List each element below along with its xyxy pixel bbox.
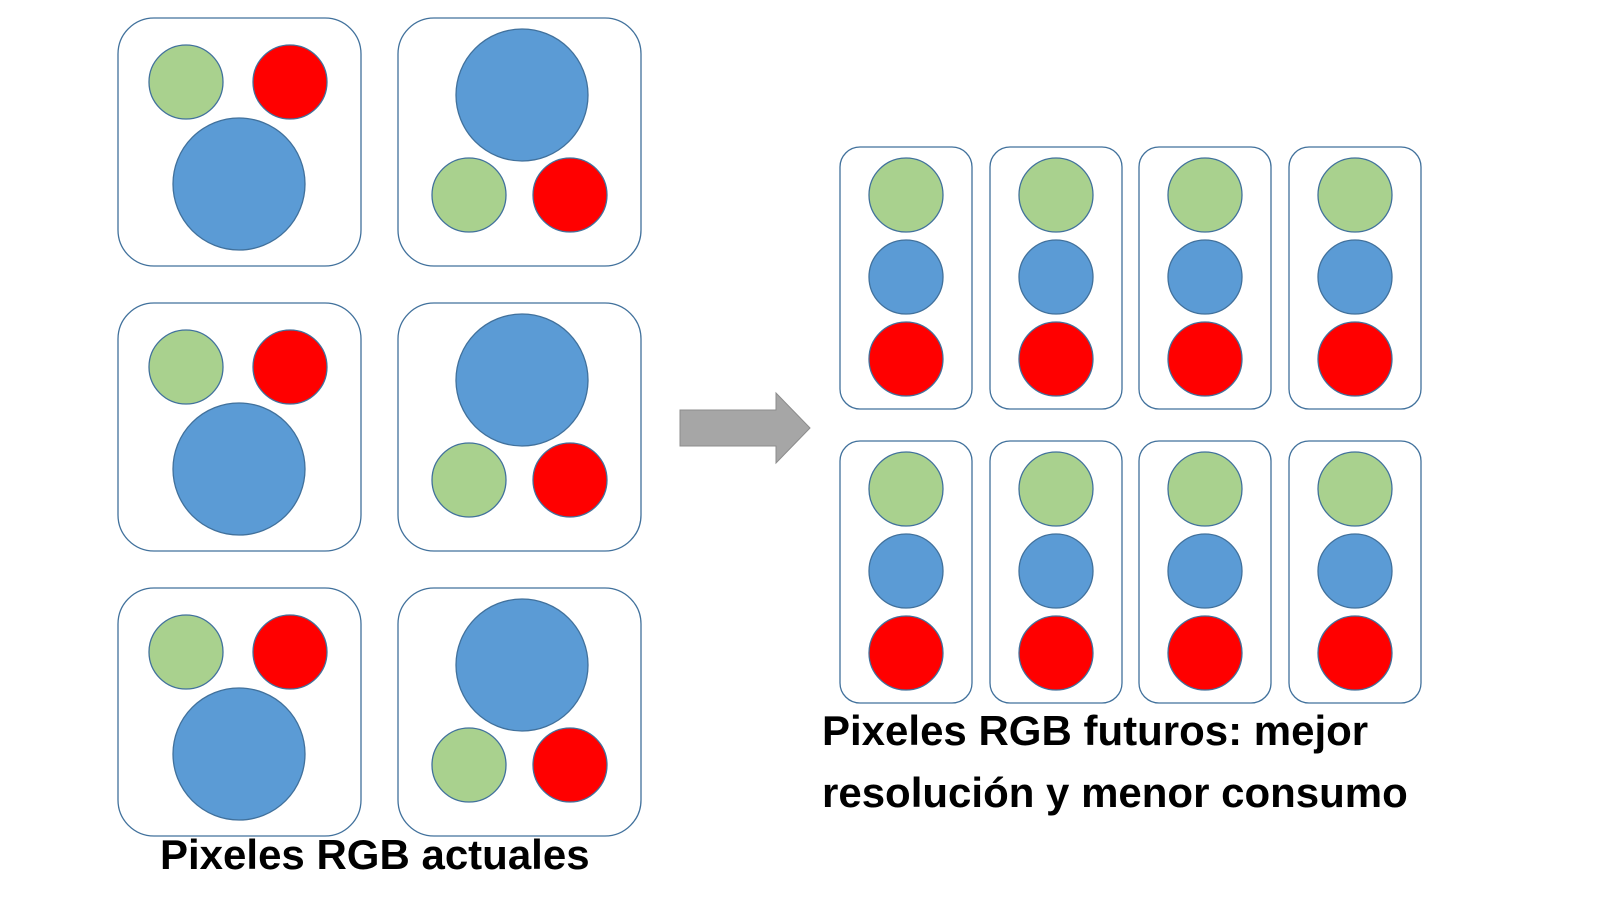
green-subpixel [1018,157,1094,233]
red-subpixel [1018,615,1094,691]
current-pixel [117,17,362,267]
blue-subpixel [868,239,944,315]
blue-subpixel [1167,533,1243,609]
future-pixel [1288,440,1422,704]
green-subpixel [1317,157,1393,233]
green-subpixel [148,614,224,690]
current-pixel [117,587,362,837]
red-subpixel [532,727,608,803]
current-pixel [117,302,362,552]
red-subpixel [252,329,328,405]
future-pixel [1138,146,1272,410]
blue-subpixel [172,402,306,536]
green-subpixel [148,44,224,120]
right-arrow-icon [679,391,811,465]
red-subpixel [252,614,328,690]
blue-subpixel [1018,239,1094,315]
future-pixel [1288,146,1422,410]
red-subpixel [868,615,944,691]
green-subpixel [431,727,507,803]
current-pixels-group [117,17,642,837]
red-subpixel [1167,615,1243,691]
green-subpixel [1167,451,1243,527]
future-pixel [989,440,1123,704]
red-subpixel [1317,615,1393,691]
green-subpixel [1317,451,1393,527]
caption-future-line-1: Pixeles RGB futuros: mejor [822,707,1369,754]
blue-subpixel [172,117,306,251]
green-subpixel [868,157,944,233]
future-pixel [839,440,973,704]
green-subpixel [868,451,944,527]
caption-future-pixels: Pixeles RGB futuros: mejor resolución y … [822,700,1408,824]
red-subpixel [1317,321,1393,397]
blue-subpixel [1317,533,1393,609]
red-subpixel [252,44,328,120]
future-pixel [989,146,1123,410]
caption-current-pixels: Pixeles RGB actuales [160,831,590,878]
red-subpixel [1167,321,1243,397]
future-pixel [839,146,973,410]
blue-subpixel [455,598,589,732]
caption-future-line-2: resolución y menor consumo [822,769,1408,816]
blue-subpixel [868,533,944,609]
current-pixel [397,302,642,552]
blue-subpixel [1317,239,1393,315]
green-subpixel [431,157,507,233]
current-pixel [397,587,642,837]
green-subpixel [431,442,507,518]
green-subpixel [148,329,224,405]
green-subpixel [1018,451,1094,527]
blue-subpixel [455,313,589,447]
red-subpixel [1018,321,1094,397]
red-subpixel [532,157,608,233]
future-pixel [1138,440,1272,704]
red-subpixel [868,321,944,397]
blue-subpixel [1018,533,1094,609]
red-subpixel [532,442,608,518]
blue-subpixel [172,687,306,821]
future-pixels-group [839,146,1422,704]
blue-subpixel [1167,239,1243,315]
green-subpixel [1167,157,1243,233]
blue-subpixel [455,28,589,162]
current-pixel [397,17,642,267]
